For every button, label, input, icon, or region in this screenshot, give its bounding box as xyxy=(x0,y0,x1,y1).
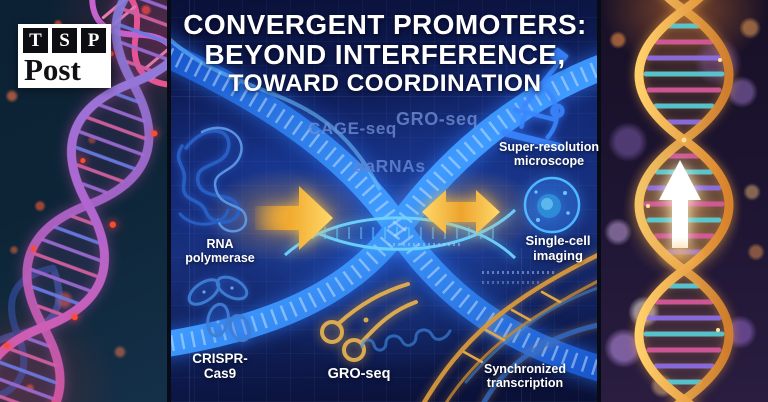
logo-letter-row: T S P xyxy=(23,28,106,53)
synchronized-strands xyxy=(421,251,600,402)
dna-helix-left-icon xyxy=(0,0,170,402)
rna-squiggle-icon xyxy=(360,328,452,352)
tsp-post-logo: T S P Post xyxy=(18,24,111,88)
sequence-ticks xyxy=(388,243,460,246)
up-arrow-icon xyxy=(659,160,701,248)
gro-seq-background-label: GRO-seq xyxy=(396,109,479,129)
dna-helix-right-icon xyxy=(622,0,742,402)
scissors-icon xyxy=(320,282,418,362)
super-resolution-microscope-label: Super-resolution microscope xyxy=(498,140,599,168)
single-cell-imaging-label: Single-cell imaging xyxy=(525,233,591,263)
gro-seq-label: GRO-seq xyxy=(327,366,391,382)
sequence-ticks xyxy=(482,271,554,274)
synchronized-transcription-label: Synchronized transcription xyxy=(484,362,566,390)
logo-letter-p: P xyxy=(81,28,106,53)
right-dna-photo-panel xyxy=(600,0,768,402)
panel-divider xyxy=(167,0,171,402)
logo-wordmark: Post xyxy=(24,52,81,87)
title-line-2: BEYOND INTERFERENCE, xyxy=(204,39,566,70)
page-title: CONVERGENT PROMOTERS: BEYOND INTERFERENC… xyxy=(170,9,600,98)
title-line-3: TOWARD COORDINATION xyxy=(228,70,542,97)
sequence-ticks xyxy=(482,281,540,284)
cage-seq-background-label: CAGE-seq xyxy=(308,119,397,138)
crispr-cas9-label: CRISPR- Cas9 xyxy=(192,351,248,382)
title-line-1: CONVERGENT PROMOTERS: xyxy=(183,9,587,40)
darnas-background-label: daRNAs xyxy=(354,156,426,176)
cell-icon xyxy=(523,176,581,234)
double-arrow-icon xyxy=(422,190,500,234)
crispr-cas9-icon xyxy=(187,275,252,343)
dna-crossing-graphic xyxy=(170,36,600,402)
logo-letter-s: S xyxy=(52,28,77,53)
right-arrow-icon xyxy=(255,186,333,250)
circuit-line-horizontal xyxy=(170,96,600,97)
rna-polymerase-icon xyxy=(176,126,248,233)
microscope-icon xyxy=(501,47,569,150)
panel-divider xyxy=(597,0,601,402)
rna-polymerase-label: RNA polymerase xyxy=(185,237,255,265)
circuit-line-vertical xyxy=(189,0,190,402)
logo-letter-t: T xyxy=(23,28,48,53)
